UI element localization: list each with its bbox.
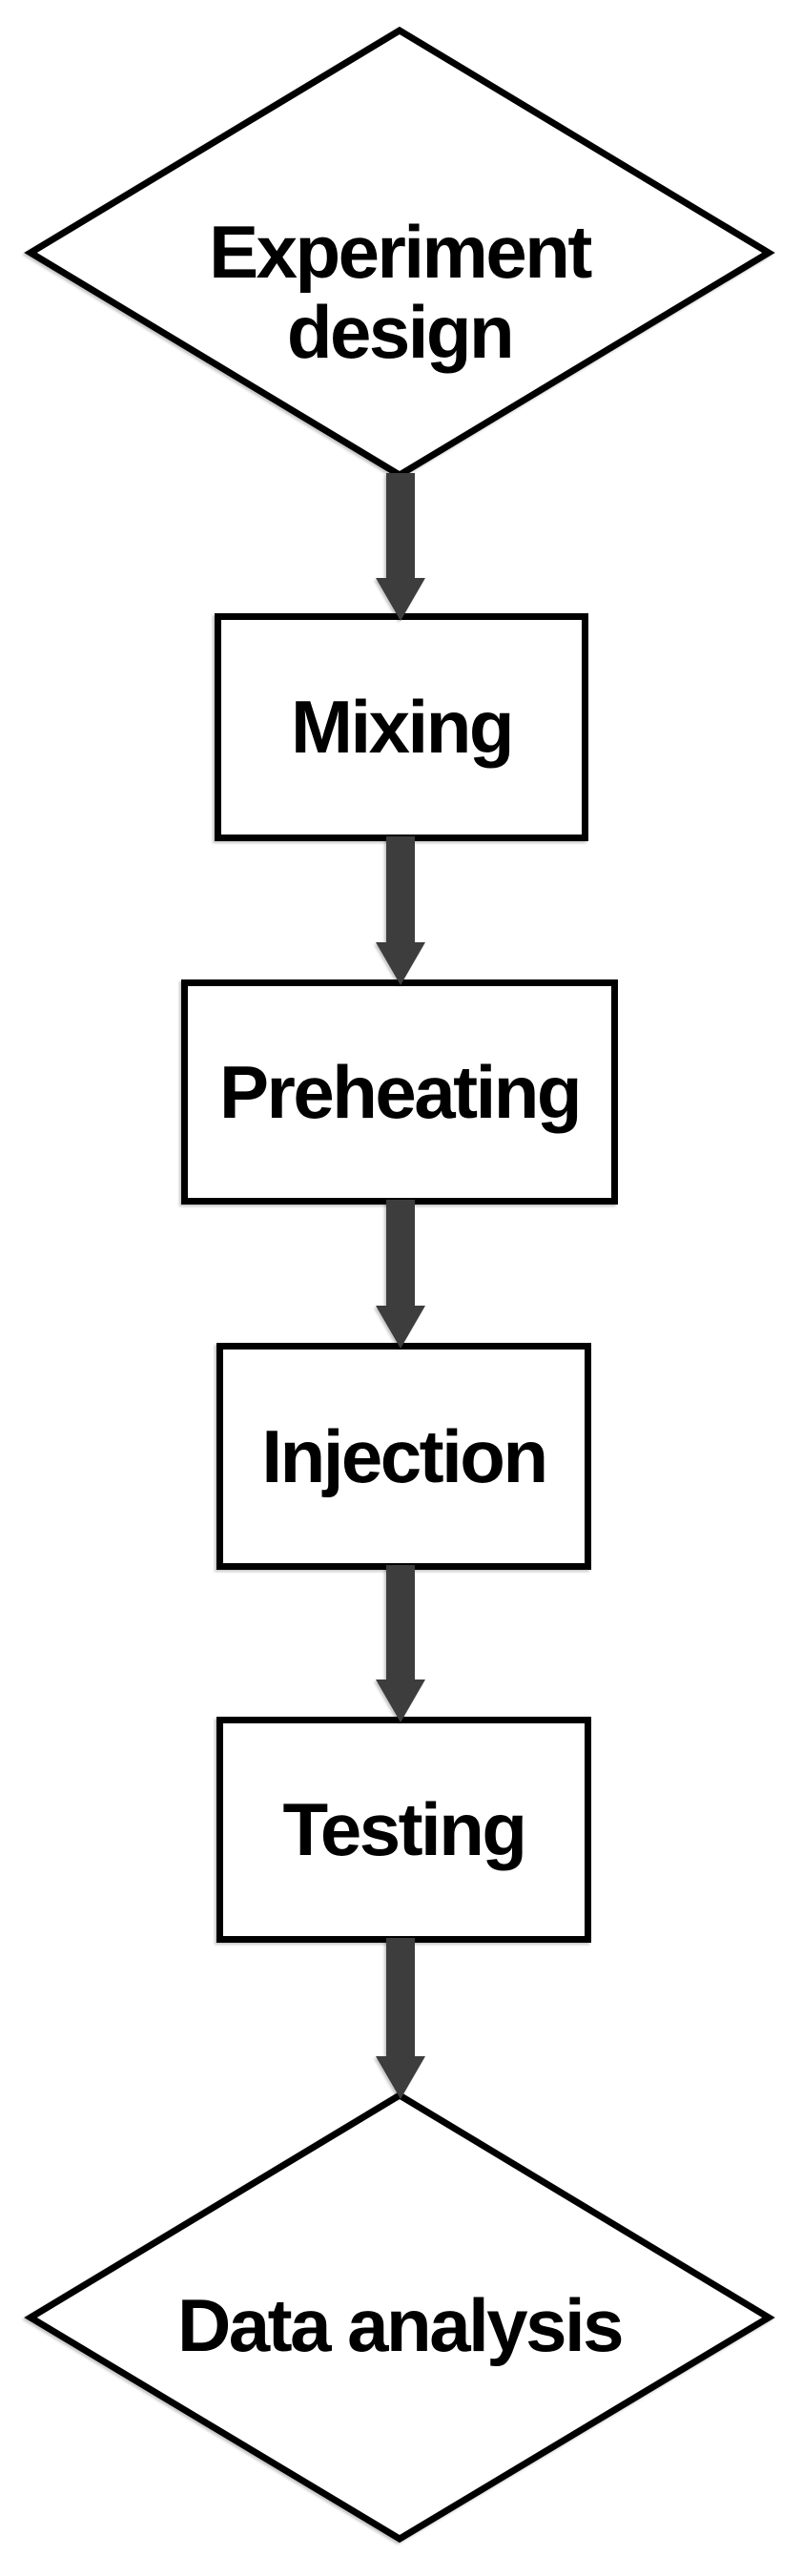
arrow-experiment-design-to-mixing — [376, 473, 425, 621]
experiment-design-diamond — [24, 26, 775, 480]
preheating-box — [181, 979, 618, 1205]
arrow-testing-to-data-analysis — [376, 1938, 425, 2099]
arrow-mixing-to-preheating — [376, 836, 425, 985]
mixing-box — [215, 613, 588, 841]
data-analysis-diamond — [24, 2091, 775, 2544]
arrow-injection-to-testing — [376, 1565, 425, 1722]
arrow-preheating-to-injection — [376, 1200, 425, 1349]
testing-box — [216, 1717, 591, 1943]
injection-box — [216, 1343, 591, 1570]
